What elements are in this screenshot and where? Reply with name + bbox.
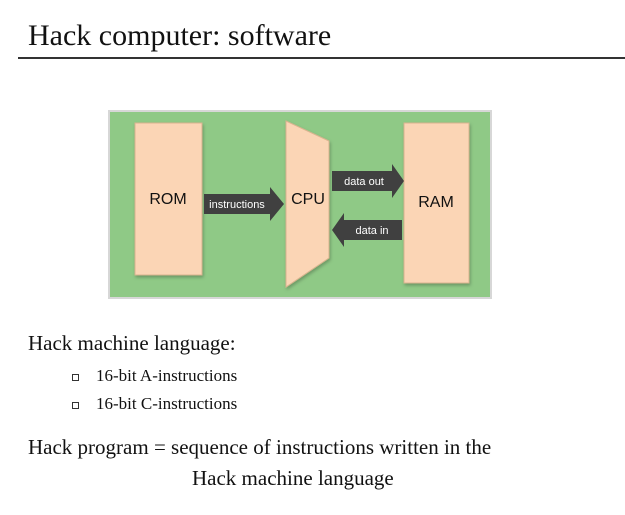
title-divider	[18, 57, 625, 59]
hack-program-definition: Hack program = sequence of instructions …	[28, 432, 608, 494]
data-in-arrow	[332, 213, 402, 247]
rom-block	[134, 122, 203, 276]
definition-line-2: Hack machine language	[192, 466, 394, 490]
list-item-text: 16-bit A-instructions	[96, 366, 238, 385]
hollow-square-icon	[72, 374, 79, 381]
instructions-arrow-label: instructions	[209, 199, 265, 211]
rom-label: ROM	[149, 191, 186, 208]
ram-label: RAM	[418, 194, 454, 211]
instruction-types-list: 16-bit A-instructions 16-bit C-instructi…	[72, 362, 237, 418]
data-out-arrow-label: data out	[344, 176, 384, 188]
cpu-block	[285, 120, 330, 288]
ram-block	[403, 122, 470, 284]
list-item-text: 16-bit C-instructions	[96, 394, 238, 413]
data-in-arrow-label: data in	[355, 225, 388, 237]
cpu-label: CPU	[291, 191, 325, 208]
slide-title: Hack computer: software	[28, 19, 332, 52]
definition-line-1: Hack program = sequence of instructions …	[28, 435, 492, 459]
data-out-arrow	[332, 164, 404, 198]
hollow-square-icon	[72, 402, 79, 409]
block-diagram-canvas: ROM CPU RAM instructions data out data i…	[108, 110, 492, 299]
machine-language-heading: Hack machine language:	[28, 331, 236, 355]
list-item: 16-bit C-instructions	[72, 390, 237, 418]
instructions-arrow	[204, 187, 284, 221]
list-item: 16-bit A-instructions	[72, 362, 237, 390]
computer-block-diagram: ROM CPU RAM instructions data out data i…	[108, 110, 492, 300]
